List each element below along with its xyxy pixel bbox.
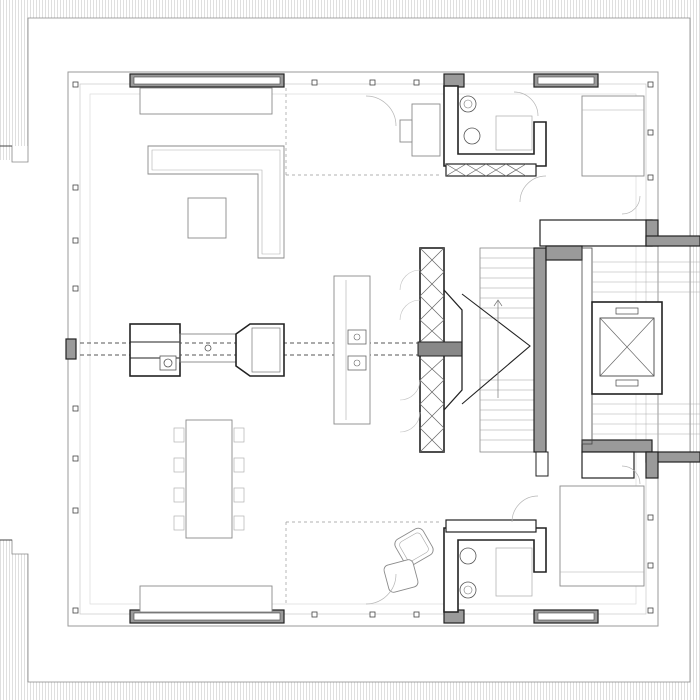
window-top-mid: [443, 73, 465, 88]
door-swings: [365, 91, 641, 605]
bed-top: [581, 95, 645, 177]
core-walls: [533, 219, 700, 479]
window-top-right: [533, 73, 599, 88]
window-bottom-left: [129, 609, 285, 624]
bathroom-bottom: [443, 519, 547, 613]
study-desk: [399, 103, 441, 157]
coffee-table: [187, 197, 227, 239]
window-top-left: [129, 73, 285, 88]
cabinet-door-arcs: [399, 269, 421, 433]
bench-top: [139, 87, 273, 115]
window-bottom-right: [533, 609, 599, 624]
lounge-chairs: [383, 527, 434, 593]
fireplace: [129, 323, 285, 377]
bench-bottom: [139, 585, 273, 613]
kitchen-island: [333, 275, 371, 425]
column-markers: [72, 79, 654, 618]
bed-bottom: [559, 485, 645, 587]
elevator: [591, 301, 663, 395]
core-stair-treads: [592, 261, 700, 435]
dining-table: [173, 419, 245, 539]
bathroom-top: [443, 85, 547, 177]
sofa-l-shaped: [147, 145, 285, 259]
central-cabinet: [417, 247, 463, 453]
window-left: [65, 338, 77, 360]
